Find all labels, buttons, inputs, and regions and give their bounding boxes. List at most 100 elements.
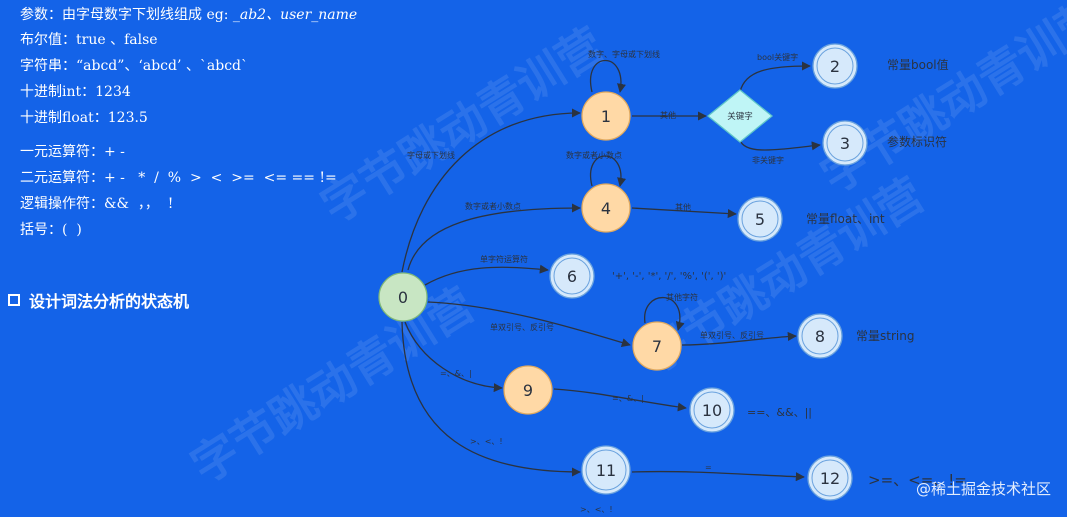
state-circle: [503, 365, 553, 415]
result-label-2: 常量bool值: [887, 57, 949, 72]
edge-7-self: [644, 296, 685, 331]
decision-node-keyword: 关键字: [706, 89, 774, 143]
accept-state-ring: [693, 391, 731, 429]
edge-label-11-12: =: [705, 463, 712, 472]
edge-1-self: [589, 59, 626, 93]
state-circle: [581, 183, 631, 233]
edge-11-12: [631, 470, 805, 482]
state-node-12: 12: [807, 455, 853, 501]
edge-label-1-keyword: 其他: [660, 110, 676, 120]
state-circle: [581, 445, 631, 495]
state-circle: [822, 120, 868, 166]
edge-0-1: [401, 108, 581, 273]
state-label: 5: [755, 210, 765, 229]
decision-diamond: [706, 89, 774, 143]
edge-0-7: [427, 301, 631, 348]
state-label: 2: [830, 57, 840, 76]
result-label-10: ==、&&、||: [747, 406, 812, 419]
accept-state-ring: [553, 257, 591, 295]
state-circle: [797, 313, 843, 359]
result-label-12: >=、<=、!=: [868, 471, 967, 489]
state-circle: [812, 43, 858, 89]
edge-label-0-11: >、<、!: [470, 437, 503, 446]
edge-label-11-below: >、<、!: [580, 505, 613, 514]
accept-state-ring: [826, 124, 864, 162]
accept-state-ring: [811, 459, 849, 497]
section-heading: 设计词法分析的状态机: [8, 288, 189, 312]
result-label-5: 常量float、int: [806, 212, 885, 226]
edge-keyword-3: [739, 139, 821, 151]
state-node-11: 11: [581, 445, 631, 495]
state-node-5: 5: [737, 196, 783, 242]
state-node-6: 6: [549, 253, 595, 299]
state-label: 7: [652, 337, 662, 356]
edge-label-1-self: 数字、字母或下划线: [588, 49, 660, 59]
state-label: 3: [840, 134, 850, 153]
edge-4-self: [589, 155, 627, 187]
rule-int: 十进制int：1234: [20, 84, 131, 100]
state-label: 9: [523, 381, 533, 400]
edge-label-0-6: 单字符运算符: [480, 254, 528, 264]
state-circle: [378, 272, 428, 322]
state-node-3: 3: [822, 120, 868, 166]
rule-float: 十进制float：123.5: [20, 110, 148, 126]
state-label: 11: [596, 461, 616, 480]
edge-9-10: [553, 388, 687, 412]
edge-label-7-self: 其他字符: [666, 292, 698, 302]
edge-label-7-8: 单双引号、反引号: [700, 330, 764, 340]
edge-4-5: [631, 207, 737, 219]
edge-label-keyword-3: 非关键字: [752, 155, 784, 165]
edge-0-9: [404, 321, 503, 393]
state-label: 12: [820, 469, 840, 488]
rule-unary-operator: 一元运算符：+ -: [20, 144, 125, 160]
state-circle: [549, 253, 595, 299]
accept-state-ring: [741, 200, 779, 238]
state-circle: [581, 91, 631, 141]
accept-state-ring: [585, 449, 627, 491]
rule-identifier: 参数：由字母数字下划线组成 eg: _ab2、user_name: [20, 7, 358, 23]
edge-label-0-4: 数字或者小数点: [465, 201, 521, 211]
accept-state-ring: [816, 47, 854, 85]
state-label: 10: [702, 401, 722, 420]
edge-label-keyword-2: bool关键字: [757, 52, 798, 62]
state-label: 6: [567, 267, 577, 286]
rules-panel: 参数：由字母数字下划线组成 eg: _ab2、user_name 布尔值：tru…: [0, 0, 380, 517]
result-label-6: '+', '-', '*', '/', '%', '(', ')': [612, 271, 726, 282]
edge-label-4-5: 其他: [675, 202, 691, 212]
state-circle: [632, 321, 682, 371]
accept-state-ring: [801, 317, 839, 355]
state-label: 1: [601, 107, 611, 126]
edge-0-6: [424, 264, 549, 286]
state-node-0: 0: [378, 272, 428, 322]
state-node-4: 4: [581, 183, 631, 233]
edge-0-11: [401, 321, 581, 477]
rule-boolean: 布尔值：true 、false: [20, 32, 158, 48]
state-label: 8: [815, 327, 825, 346]
edge-label-0-1: 字母或下划线: [407, 150, 455, 160]
edge-label-0-7: 单双引号、反引号: [490, 322, 554, 332]
result-label-8: 常量string: [856, 329, 914, 343]
edge-0-4: [407, 203, 581, 271]
state-label: 4: [601, 199, 611, 218]
state-label: 0: [398, 288, 408, 307]
rule-logical-operator: 逻辑操作符：&& ，， !: [20, 196, 174, 212]
section-heading-text: 设计词法分析的状态机: [29, 292, 190, 311]
state-node-1: 1: [581, 91, 631, 141]
state-circle: [737, 196, 783, 242]
edge-label-0-9: =、&、|: [440, 369, 472, 378]
state-node-2: 2: [812, 43, 858, 89]
rule-parentheses: 括号：( ): [20, 222, 82, 238]
edge-label-9-10: =、&、|: [612, 394, 644, 403]
edge-7-8: [681, 331, 797, 346]
decision-label: 关键字: [727, 111, 753, 122]
checkbox-square-icon: [8, 294, 20, 306]
rule-binary-operator: 二元运算符：+ - * / % > < >= <= == !=: [20, 170, 337, 186]
result-label-3: 参数标识符: [887, 134, 947, 149]
state-circle: [689, 387, 735, 433]
edge-keyword-2: [739, 61, 811, 93]
rule-string: 字符串：“abcd”、‘abcd’ 、`abcd`: [20, 58, 248, 74]
state-node-8: 8: [797, 313, 843, 359]
corner-watermark: @稀土掘金技术社区: [915, 480, 1051, 498]
edge-label-4-self: 数字或者小数点: [566, 150, 622, 160]
